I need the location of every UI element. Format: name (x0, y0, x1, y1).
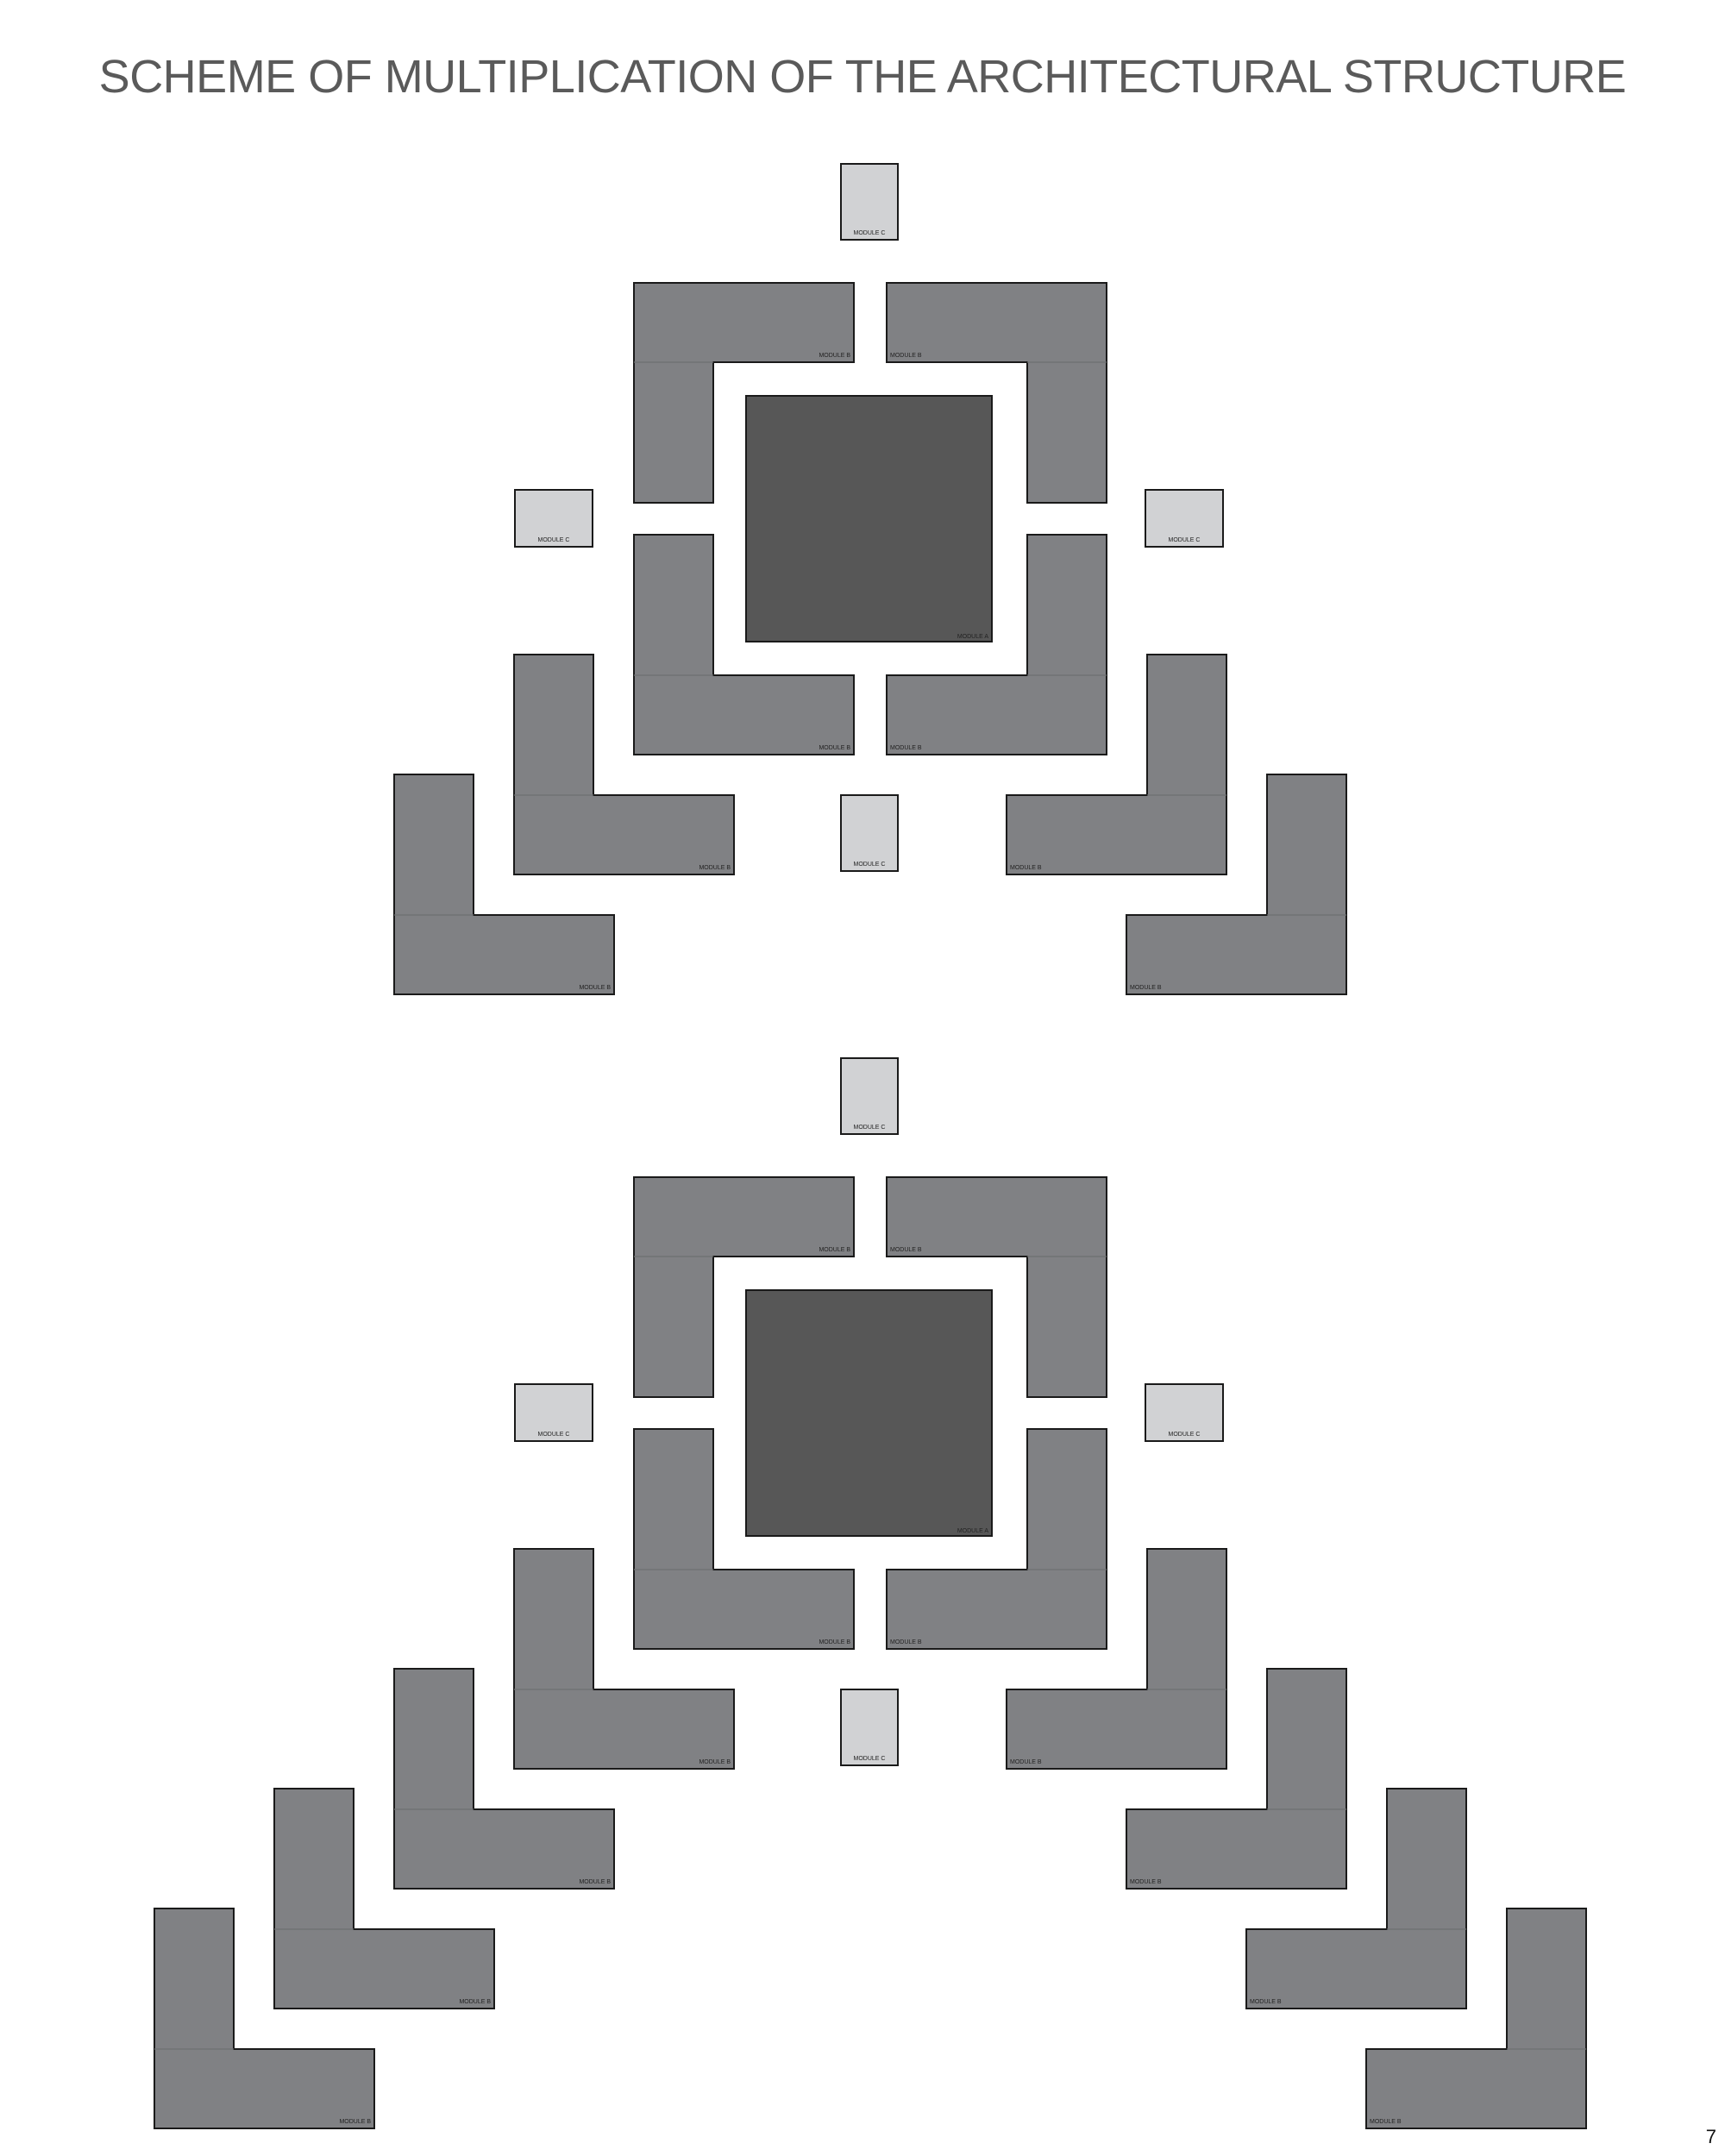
module-b-block: MODULE B (1365, 1908, 1587, 2129)
module-b-shape (393, 774, 615, 995)
module-b-block: MODULE B (1245, 1788, 1467, 2009)
module-label: MODULE C (854, 230, 886, 236)
module-b-block: MODULE B (513, 1548, 735, 1770)
module-a-shape (745, 395, 993, 642)
module-b-block: MODULE B (633, 282, 855, 504)
scheme-bottom: MODULE C MODULE C MODULE C MODULE C MODULE A… (154, 1057, 1587, 2129)
module-label: MODULE B (1010, 865, 1042, 871)
module-b-block: MODULE B (273, 1788, 495, 2009)
module-b-shape (513, 654, 735, 875)
page-number: 7 (1705, 2126, 1716, 2147)
module-c-shape (514, 489, 593, 548)
module-b-block: MODULE B (886, 282, 1107, 504)
module-label: MODULE B (579, 1879, 611, 1885)
module-c-block: MODULE C (514, 1383, 593, 1442)
module-b-block: MODULE B (393, 1668, 615, 1890)
module-label: MODULE B (890, 1247, 922, 1253)
module-b-shape (633, 1428, 855, 1650)
module-b-block: MODULE B (886, 1176, 1107, 1398)
module-c-shape (840, 794, 899, 872)
module-label: MODULE B (459, 1999, 491, 2005)
module-label: MODULE B (819, 745, 850, 751)
module-b-block: MODULE B (393, 774, 615, 995)
module-label: MODULE C (538, 537, 570, 543)
module-b-shape (154, 1908, 375, 2129)
module-label: MODULE A (957, 1528, 989, 1534)
module-c-shape (840, 1057, 899, 1135)
page-title: SCHEME OF MULTIPLICATION OF THE ARCHITEC… (98, 51, 1627, 103)
module-label: MODULE B (819, 353, 850, 359)
module-c-block: MODULE C (1145, 489, 1224, 548)
module-c-block: MODULE C (840, 163, 899, 241)
module-label: MODULE B (579, 985, 611, 991)
module-b-block: MODULE B (886, 534, 1107, 755)
module-c-block: MODULE C (514, 489, 593, 548)
module-label: MODULE B (890, 745, 922, 751)
module-label: MODULE B (699, 1759, 731, 1765)
module-label: MODULE C (854, 1125, 886, 1131)
module-b-shape (393, 1668, 615, 1890)
module-c-shape (1145, 1383, 1224, 1442)
module-b-block: MODULE B (1006, 1548, 1227, 1770)
module-label: MODULE B (699, 865, 731, 871)
module-b-shape (886, 1176, 1107, 1398)
module-b-block: MODULE B (633, 1428, 855, 1650)
module-label: MODULE B (339, 2119, 371, 2125)
module-c-shape (514, 1383, 593, 1442)
module-label: MODULE B (1250, 1999, 1282, 2005)
module-label: MODULE C (854, 862, 886, 868)
module-label: MODULE B (1130, 985, 1162, 991)
module-label: MODULE B (890, 353, 922, 359)
module-c-shape (840, 163, 899, 241)
module-c-shape (1145, 489, 1224, 548)
module-b-shape (273, 1788, 495, 2009)
module-label: MODULE B (1010, 1759, 1042, 1765)
module-b-block: MODULE B (633, 1176, 855, 1398)
module-b-shape (513, 1548, 735, 1770)
module-c-block: MODULE C (840, 1057, 899, 1135)
module-a-block: MODULE A (745, 1289, 993, 1537)
module-c-block: MODULE C (840, 794, 899, 872)
module-label: MODULE B (890, 1639, 922, 1645)
module-label: MODULE B (819, 1639, 850, 1645)
scheme-top: MODULE C MODULE C MODULE C MODULE C MODULE A… (393, 163, 1347, 995)
module-b-block: MODULE B (154, 1908, 375, 2129)
module-label: MODULE C (854, 1756, 886, 1762)
module-b-block: MODULE B (1126, 774, 1347, 995)
module-label: MODULE A (957, 634, 989, 640)
module-c-shape (840, 1689, 899, 1766)
module-b-block: MODULE B (886, 1428, 1107, 1650)
module-label: MODULE C (1169, 537, 1201, 543)
module-b-block: MODULE B (1126, 1668, 1347, 1890)
module-label: MODULE B (819, 1247, 850, 1253)
module-label: MODULE B (1130, 1879, 1162, 1885)
module-b-shape (886, 282, 1107, 504)
module-b-block: MODULE B (633, 534, 855, 755)
module-label: MODULE C (538, 1432, 570, 1438)
module-label: MODULE B (1370, 2119, 1402, 2125)
module-label: MODULE C (1169, 1432, 1201, 1438)
module-a-shape (745, 1289, 993, 1537)
module-b-shape (633, 534, 855, 755)
module-c-block: MODULE C (1145, 1383, 1224, 1442)
module-b-block: MODULE B (513, 654, 735, 875)
module-c-block: MODULE C (840, 1689, 899, 1766)
module-b-block: MODULE B (1006, 654, 1227, 875)
module-a-block: MODULE A (745, 395, 993, 642)
